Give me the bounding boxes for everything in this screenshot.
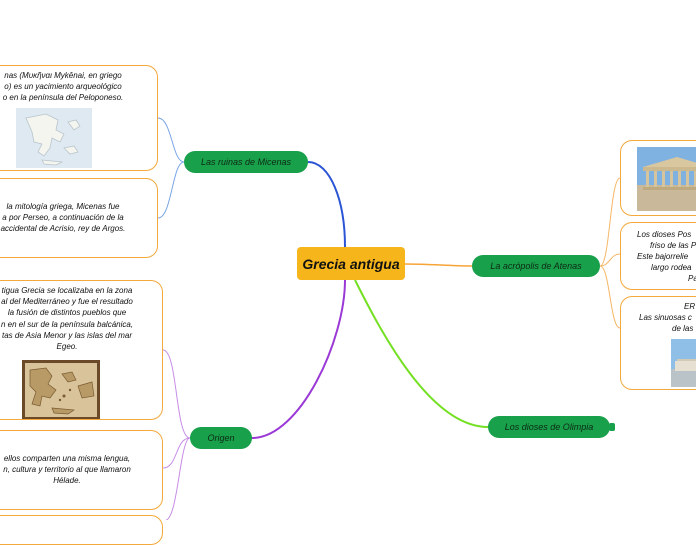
link-micenas-1 [157, 117, 185, 163]
greece-map-image [16, 108, 92, 168]
card-acropolis-2[interactable]: Los dioses Pos friso de las P Este bajor… [620, 222, 696, 290]
card-origen-2[interactable]: ellos comparten una misma lengua, n, cul… [0, 430, 163, 510]
card-acropolis-1[interactable] [620, 140, 696, 216]
link-acropolis [404, 263, 473, 267]
card-line: la mitología griega, Micenas fue [6, 202, 120, 211]
card-line: la fusión de distintos pueblos que [7, 308, 127, 318]
link-acropolis-2 [599, 253, 621, 267]
topic-dioses-label: Los dioses de Olimpia [504, 422, 594, 432]
link-origen-3 [165, 437, 191, 520]
card-line: a por Perseo, a continuación de la [2, 213, 124, 223]
card-line: tas de Asia Menor y las islas del mar [2, 330, 132, 340]
card-line: al del Mediterráneo y fue el resultado [1, 297, 133, 307]
link-origen-2 [162, 437, 191, 469]
link-dioses [354, 279, 489, 428]
erechtheion-image [671, 339, 696, 387]
parthenon-image [637, 147, 696, 211]
ancient-greece-map-image [22, 360, 100, 419]
card-line: accidental de Acrisio, rey de Argos. [0, 224, 126, 234]
card-line: o en la península del Peloponeso. [2, 93, 124, 103]
link-ruinas [307, 161, 346, 248]
link-acropolis-3 [599, 265, 621, 329]
card-line: largo rodea [651, 263, 692, 272]
card-micenas-1[interactable]: nas (Μυκῆναι Mykênai, en griego o) es un… [0, 65, 158, 171]
card-line: Los dioses Pos [637, 230, 692, 239]
card-line: Hélade. [53, 476, 81, 486]
topic-acropolis-label: La acrópolis de Atenas [490, 261, 582, 271]
card-micenas-2[interactable]: la mitología griega, Micenas fue a por P… [0, 178, 158, 258]
collapsed-branch-indicator[interactable] [609, 423, 615, 431]
card-line: ER [684, 302, 696, 311]
card-line: ellos comparten una misma lengua, [3, 454, 131, 463]
card-line: n en el sur de la península balcánica, [0, 319, 134, 329]
card-acropolis-3[interactable]: ER Las sinuosas c de las [620, 296, 696, 390]
card-line: Egeo. [56, 342, 78, 352]
topic-origen-label: Origen [207, 433, 235, 443]
card-line: Pa [688, 274, 696, 283]
link-acropolis-1 [599, 177, 621, 267]
card-line: o) es un yacimiento arqueológico [4, 82, 122, 92]
link-micenas-2 [157, 161, 185, 219]
central-topic-label: Grecia antigua [302, 255, 400, 272]
card-line: friso de las P [650, 241, 696, 250]
card-line: Las sinuosas c [639, 313, 692, 322]
topic-dioses-olimpia[interactable]: Los dioses de Olimpia [488, 416, 610, 438]
topic-acropolis-atenas[interactable]: La acrópolis de Atenas [472, 255, 600, 277]
topic-ruinas-micenas[interactable]: Las ruinas de Micenas [184, 151, 308, 173]
topic-origen[interactable]: Origen [190, 427, 252, 449]
card-origen-1[interactable]: tigua Grecia se localizaba en la zona al… [0, 280, 163, 420]
connector-lines [157, 117, 621, 520]
card-line: Este bajorrelie [637, 252, 689, 261]
card-line: de las [672, 324, 694, 333]
card-line: nas (Μυκῆναι Mykênai, en griego [4, 71, 122, 80]
topic-ruinas-label: Las ruinas de Micenas [200, 157, 292, 167]
link-origen [251, 279, 346, 439]
link-origen-1 [162, 349, 191, 439]
card-line: tigua Grecia se localizaba en la zona [1, 286, 133, 295]
central-topic[interactable]: Grecia antigua [297, 247, 405, 280]
card-line: n, cultura y territorio al que llamaron [3, 465, 131, 475]
